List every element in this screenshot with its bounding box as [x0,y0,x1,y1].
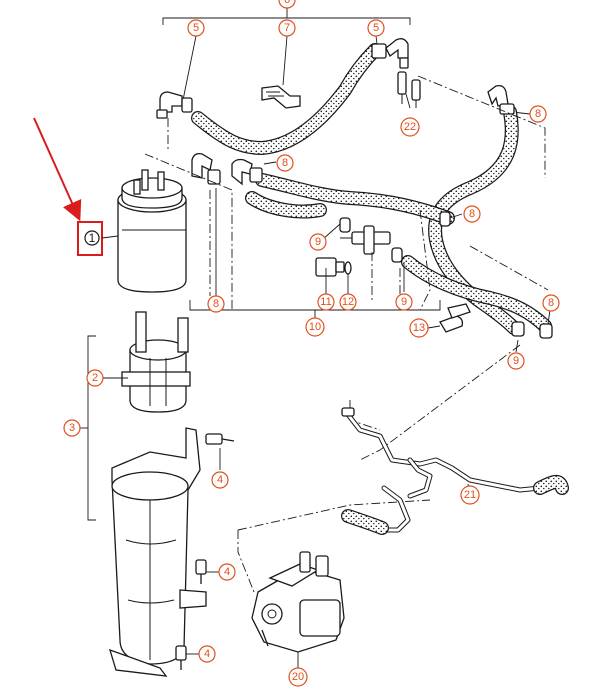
bolt-4-lower [175,645,187,670]
svg-text:13: 13 [413,322,425,334]
svg-text:3: 3 [69,422,75,434]
callout-9-left: 9 [309,233,327,251]
callout-10: 10 [305,317,325,337]
part-2-filter-bracket [121,311,191,413]
support-shell [109,427,207,677]
part-20-high-pressure-pump [251,551,345,668]
svg-text:11: 11 [320,296,331,308]
svg-text:9: 9 [513,355,519,367]
part-12-seal [344,261,352,275]
bolt-4-middle [195,559,207,584]
bolt-4-upper [205,433,235,445]
right-upper-elbow [487,84,515,115]
callout-20: 20 [288,667,308,687]
callout-22: 22 [400,117,420,137]
svg-text:5: 5 [193,22,199,34]
svg-text:8: 8 [535,108,541,120]
part-7-clip [261,85,301,109]
callout-2: 2 [86,369,104,387]
svg-text:10: 10 [309,321,321,333]
svg-text:1: 1 [89,231,96,245]
callout-5-right: 5 [367,19,385,37]
svg-text:7: 7 [284,22,290,34]
callout-11: 11 [317,293,335,311]
svg-text:21: 21 [464,489,476,501]
callout-3: 3 [63,419,81,437]
callout-8-top-right: 8 [529,105,547,123]
callout-9-right: 9 [507,352,525,370]
part-1-fuel-filter [117,169,187,293]
callout-6: 6 [278,0,296,9]
callout-8-mid: 8 [276,154,294,172]
callout-4-lower: 4 [198,645,216,663]
right-hose [428,105,521,335]
callout-5-left: 5 [187,19,205,37]
callout-4-middle: 4 [218,563,236,581]
callout-8-bottom-left: 8 [207,295,225,313]
svg-text:5: 5 [373,22,379,34]
svg-text:4: 4 [204,648,210,660]
callout-9-mid: 9 [395,293,413,311]
t-piece [340,225,391,255]
callout-12: 12 [339,293,357,311]
svg-text:8: 8 [213,298,219,310]
upper-left-elbow [156,91,193,119]
callout-4-upper: 4 [211,471,229,489]
red-arrow [33,117,82,222]
callout-13: 13 [409,318,429,338]
part-21-fuel-pipe [341,407,569,535]
part-22-connectors [397,71,421,108]
callout-8-far-right: 8 [542,294,560,312]
hose-clamps [339,211,553,339]
callout-21: 21 [460,485,480,505]
upper-right-elbow [371,38,409,69]
svg-text:6: 6 [284,0,290,6]
svg-text:12: 12 [342,296,354,308]
svg-text:8: 8 [469,208,475,220]
middle-hose [245,173,552,333]
connection-lines [144,75,549,593]
callout-8-right-mid: 8 [463,205,481,223]
group-10-bracket [189,161,551,353]
part-13-clip [439,303,471,333]
callout-7: 7 [278,19,296,37]
svg-text:9: 9 [401,296,407,308]
svg-text:9: 9 [315,236,321,248]
svg-text:2: 2 [92,372,98,384]
svg-text:8: 8 [548,297,554,309]
svg-text:4: 4 [224,566,230,578]
highlight-box-part-1: 1 [77,221,119,256]
svg-text:20: 20 [292,671,304,683]
svg-text:22: 22 [404,121,416,133]
part-11-sensor [315,257,345,277]
svg-text:8: 8 [282,157,288,169]
svg-text:4: 4 [217,474,223,486]
middle-left-elbows [191,152,263,186]
upper-hose [191,43,382,155]
